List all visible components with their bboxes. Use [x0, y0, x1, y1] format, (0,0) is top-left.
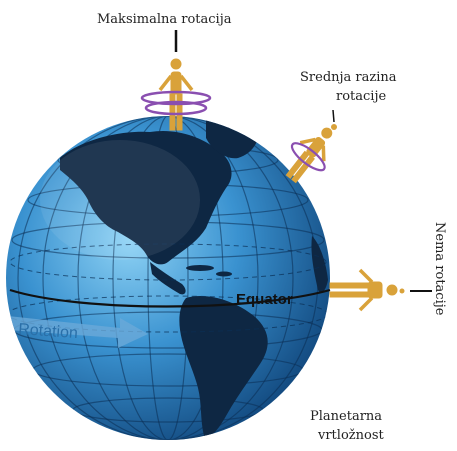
- planetary-vorticity-label-line2: vrtložnost: [318, 428, 384, 443]
- max-rotation-label: Maksimalna rotacija: [97, 12, 232, 27]
- planetary-vorticity-label-line1: Planetarna: [310, 409, 382, 424]
- equator-label: Equator: [236, 291, 293, 308]
- no-rotation-label: Nema rotacije: [432, 222, 447, 315]
- equator-figure: [330, 270, 397, 310]
- mid-rotation-label-line1: Srednja razina: [300, 70, 397, 85]
- person-icon: [330, 270, 397, 310]
- mid-rotation-label-line2: rotacije: [336, 89, 386, 104]
- rotation-ring-icon: [142, 92, 210, 114]
- mid-rotation-pointer: [333, 110, 334, 122]
